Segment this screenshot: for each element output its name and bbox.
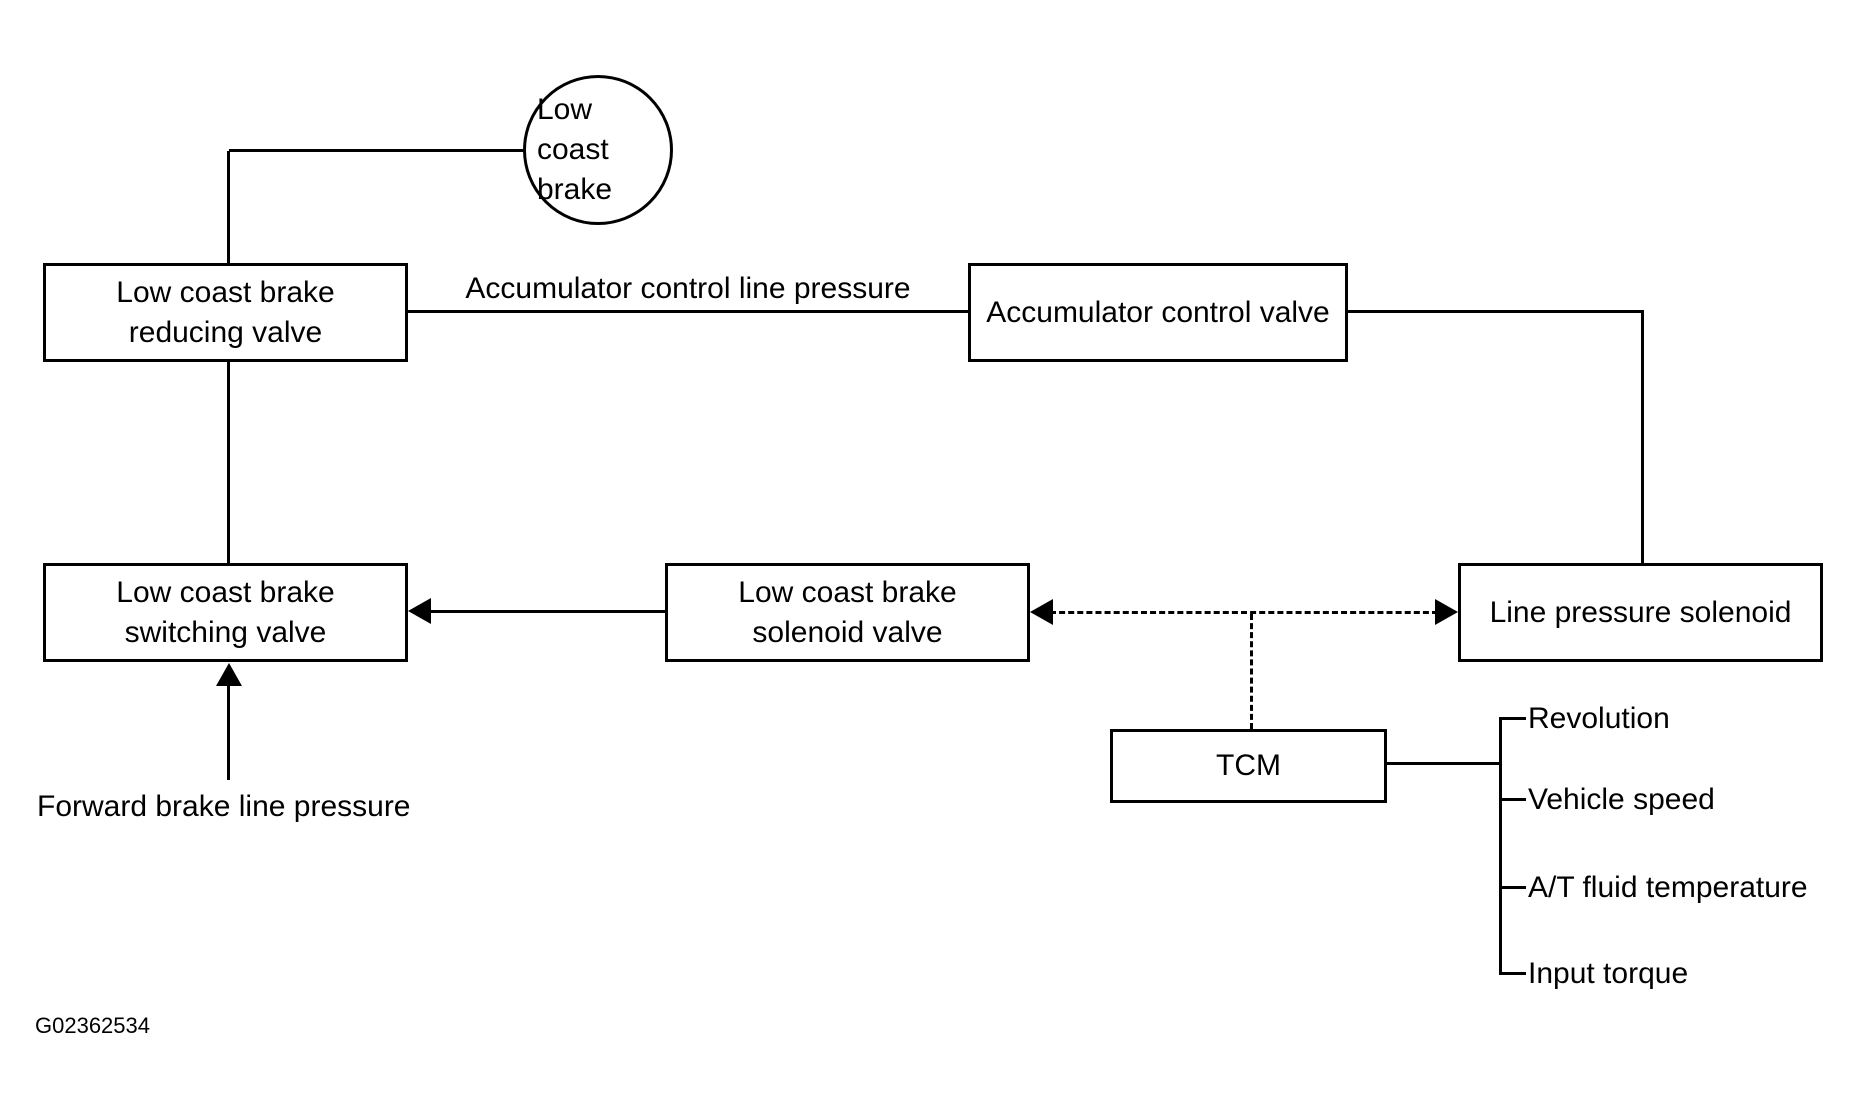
node-tcm: TCM (1110, 729, 1387, 803)
node-low-coast-brake-label: Low coast brake (537, 93, 613, 206)
node-solenoid-valve-label: Low coast brake solenoid valve (738, 575, 957, 649)
arrow-forward-brake-line (227, 682, 230, 780)
dashed-wire-tcm-branch (1250, 614, 1253, 729)
wire-corner-to-reducing-valve (227, 151, 230, 263)
arrowhead-up-icon (216, 663, 242, 686)
tcm-input-tick (1499, 717, 1526, 720)
tcm-input-label-vehicle-speed: Vehicle speed (1528, 783, 1715, 816)
label-forward-brake-line-pressure: Forward brake line pressure (37, 790, 411, 823)
wire-corner-to-line-pressure-solenoid (1641, 310, 1644, 563)
node-reducing-valve: Low coast brake reducing valve (43, 263, 408, 362)
node-low-coast-brake: Low coast brake (523, 75, 673, 225)
wire-reducing-to-switching (227, 362, 230, 563)
tcm-input-tick (1499, 798, 1526, 801)
node-accumulator-control-valve-label: Accumulator control valve (986, 295, 1330, 329)
arrowhead-left-icon (1030, 599, 1053, 625)
tcm-input-tick (1499, 886, 1526, 889)
tcm-input-label-fluid-temperature: A/T fluid temperature (1528, 871, 1808, 904)
node-switching-valve-label: Low coast brake switching valve (116, 575, 335, 649)
figure-code: G02362534 (35, 1013, 150, 1038)
node-switching-valve: Low coast brake switching valve (43, 563, 408, 662)
arrowhead-left-icon (408, 598, 431, 624)
arrow-solenoid-to-switching-line (426, 610, 665, 613)
arrowhead-right-icon (1435, 599, 1458, 625)
tcm-input-bracket (1499, 717, 1502, 975)
node-line-pressure-solenoid-label: Line pressure solenoid (1489, 595, 1792, 629)
node-solenoid-valve: Low coast brake solenoid valve (665, 563, 1030, 662)
wire-reducing-to-accumulator (408, 310, 968, 313)
dashed-wire-solenoid-to-line-pressure (1050, 611, 1438, 614)
node-tcm-label: TCM (1216, 749, 1281, 782)
node-reducing-valve-label: Low coast brake reducing valve (116, 275, 335, 349)
tcm-input-label-revolution: Revolution (1528, 702, 1670, 735)
wire-accumulator-to-corner (1348, 310, 1644, 313)
label-accumulator-control-line-pressure: Accumulator control line pressure (465, 272, 911, 305)
wire-tcm-to-bracket (1387, 762, 1500, 765)
wire-circle-to-corner (229, 149, 525, 152)
node-line-pressure-solenoid: Line pressure solenoid (1458, 563, 1823, 662)
tcm-input-tick (1499, 972, 1526, 975)
tcm-input-label-input-torque: Input torque (1528, 957, 1689, 990)
node-accumulator-control-valve: Accumulator control valve (968, 263, 1348, 362)
